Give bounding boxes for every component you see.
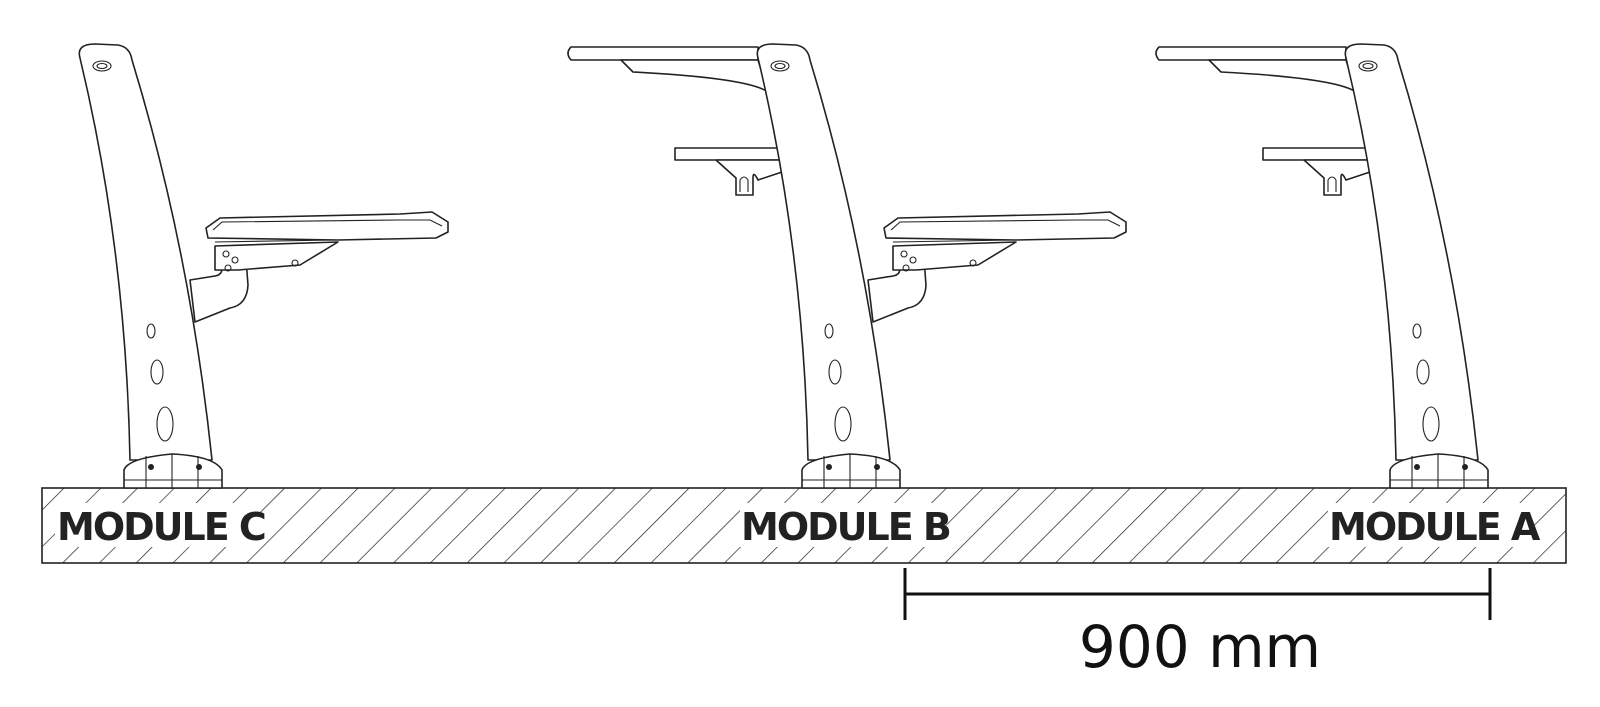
module-a [1155, 43, 1489, 489]
chair-post [78, 43, 223, 489]
dimension-label: 900 mm [1079, 613, 1321, 681]
dimension-line [903, 568, 1492, 620]
module-b-label: MODULE B [741, 505, 950, 549]
writing-tablet [1155, 46, 1377, 196]
folding-seat [867, 211, 1127, 323]
chair-post [756, 43, 901, 489]
module-c-label: MODULE C [57, 505, 265, 549]
chair-post [1344, 43, 1489, 489]
module-a-label: MODULE A [1329, 505, 1541, 549]
module-b [567, 43, 1127, 489]
module-c [78, 43, 449, 489]
writing-tablet [567, 46, 789, 196]
folding-seat [189, 211, 449, 323]
